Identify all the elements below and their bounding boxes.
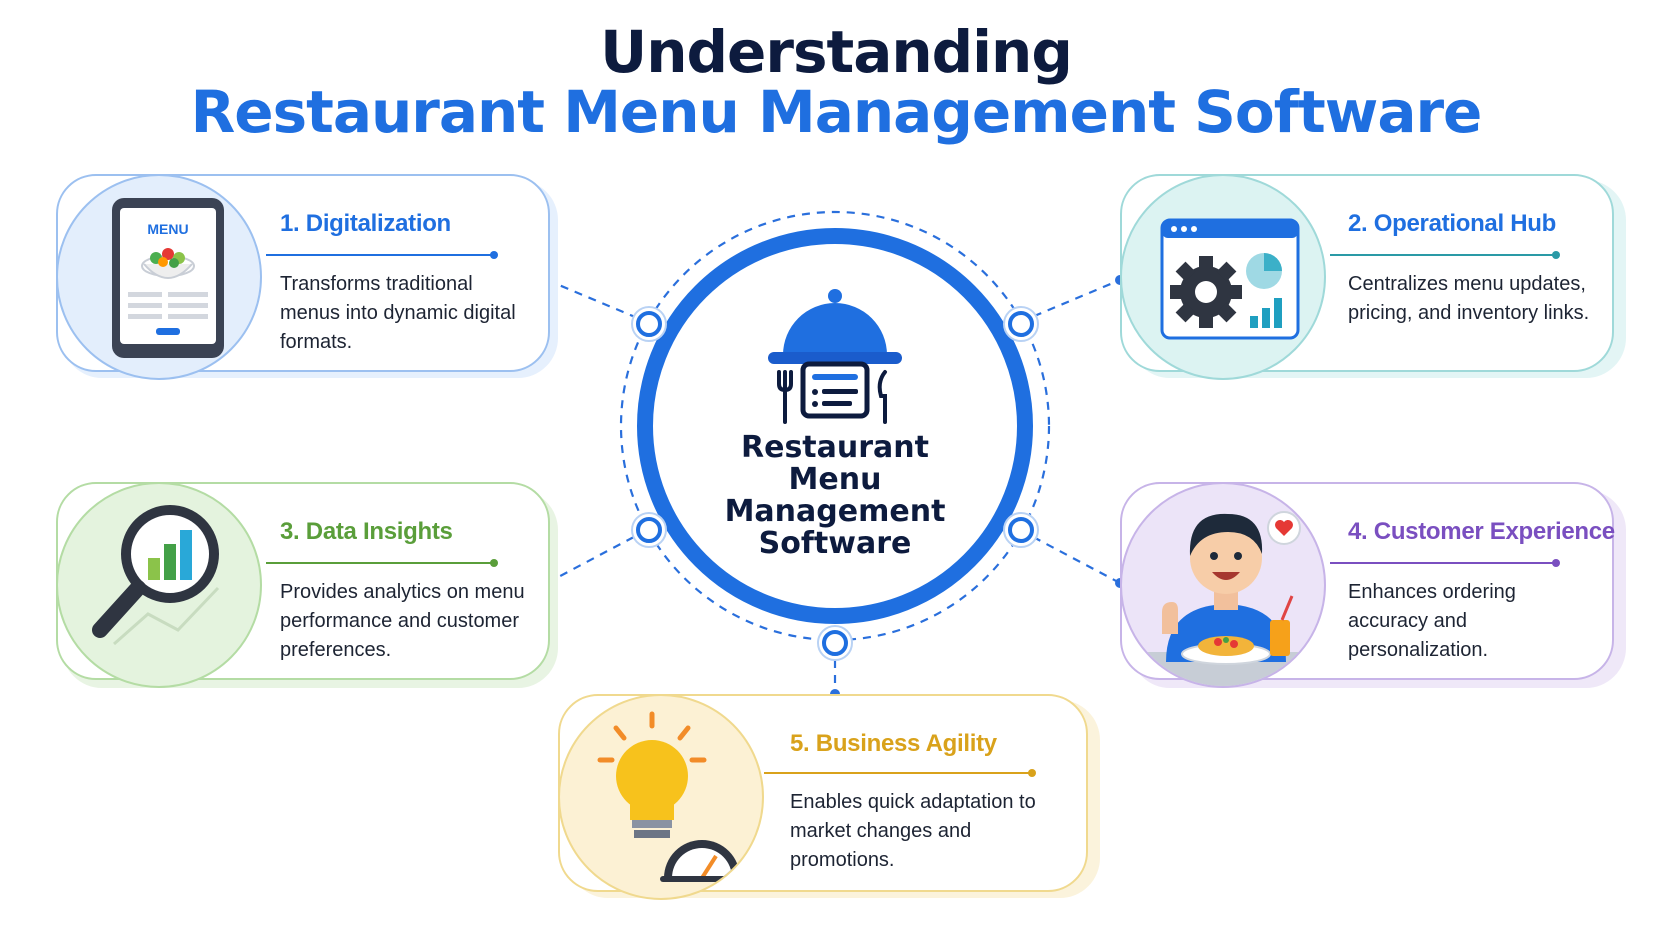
hub-title-line: Restaurant — [741, 430, 929, 465]
card-desc-operational-hub: Centralizes menu updates, pricing, and i… — [1348, 273, 1590, 324]
badge-business-agility — [558, 694, 764, 900]
card-desc-customer-experience: Enhances ordering accuracy and personali… — [1348, 581, 1516, 661]
hub-ring — [637, 228, 1033, 624]
title-line-1: Understanding — [600, 18, 1073, 86]
hub-title-line: Software — [758, 526, 912, 561]
card-title-customer-experience: 4. Customer Experience — [1348, 518, 1615, 545]
card-title-digitalization: 1. Digitalization — [280, 210, 451, 237]
lightbulb-gauge-icon — [597, 711, 744, 882]
card-rule — [266, 559, 498, 567]
card-desc-digitalization: Transforms traditional menus into dynami… — [280, 273, 516, 353]
connector-line-1 — [546, 278, 648, 324]
card-rule — [266, 251, 498, 259]
badge-data-insights — [56, 482, 262, 688]
card-rule — [1330, 251, 1560, 259]
connector-line-2 — [1019, 278, 1121, 324]
card-title-operational-hub: 2. Operational Hub — [1348, 210, 1556, 237]
connector-line-3 — [546, 529, 648, 584]
card-title-business-agility: 5. Business Agility — [790, 730, 997, 757]
card-rule — [1330, 559, 1560, 567]
tablet-menu-label: MENU — [147, 221, 188, 237]
badge-digitalization: MENU — [56, 174, 262, 380]
hub-title-line: Menu — [788, 462, 882, 497]
hub-title-line: Management — [724, 494, 946, 529]
card-desc-business-agility: Enables quick adaptation to market chang… — [790, 791, 1036, 871]
title-line-2: Restaurant Menu Management Software — [190, 78, 1483, 146]
card-rule — [764, 769, 1036, 777]
cloche-menu-icon — [768, 289, 902, 424]
card-title-data-insights: 3. Data Insights — [280, 518, 453, 545]
tablet-menu-icon: MENU — [112, 198, 224, 358]
magnifier-chart-icon — [92, 505, 220, 646]
badge-customer-experience — [1120, 482, 1326, 688]
dashboard-gear-icon — [1160, 218, 1300, 340]
hub-nodes — [631, 306, 1039, 661]
card-desc-data-insights: Provides analytics on menu performance a… — [280, 581, 525, 661]
happy-diner-icon — [1122, 511, 1324, 686]
hub-title: Restaurant Menu Management Software — [695, 432, 975, 560]
badge-operational-hub — [1120, 174, 1326, 380]
